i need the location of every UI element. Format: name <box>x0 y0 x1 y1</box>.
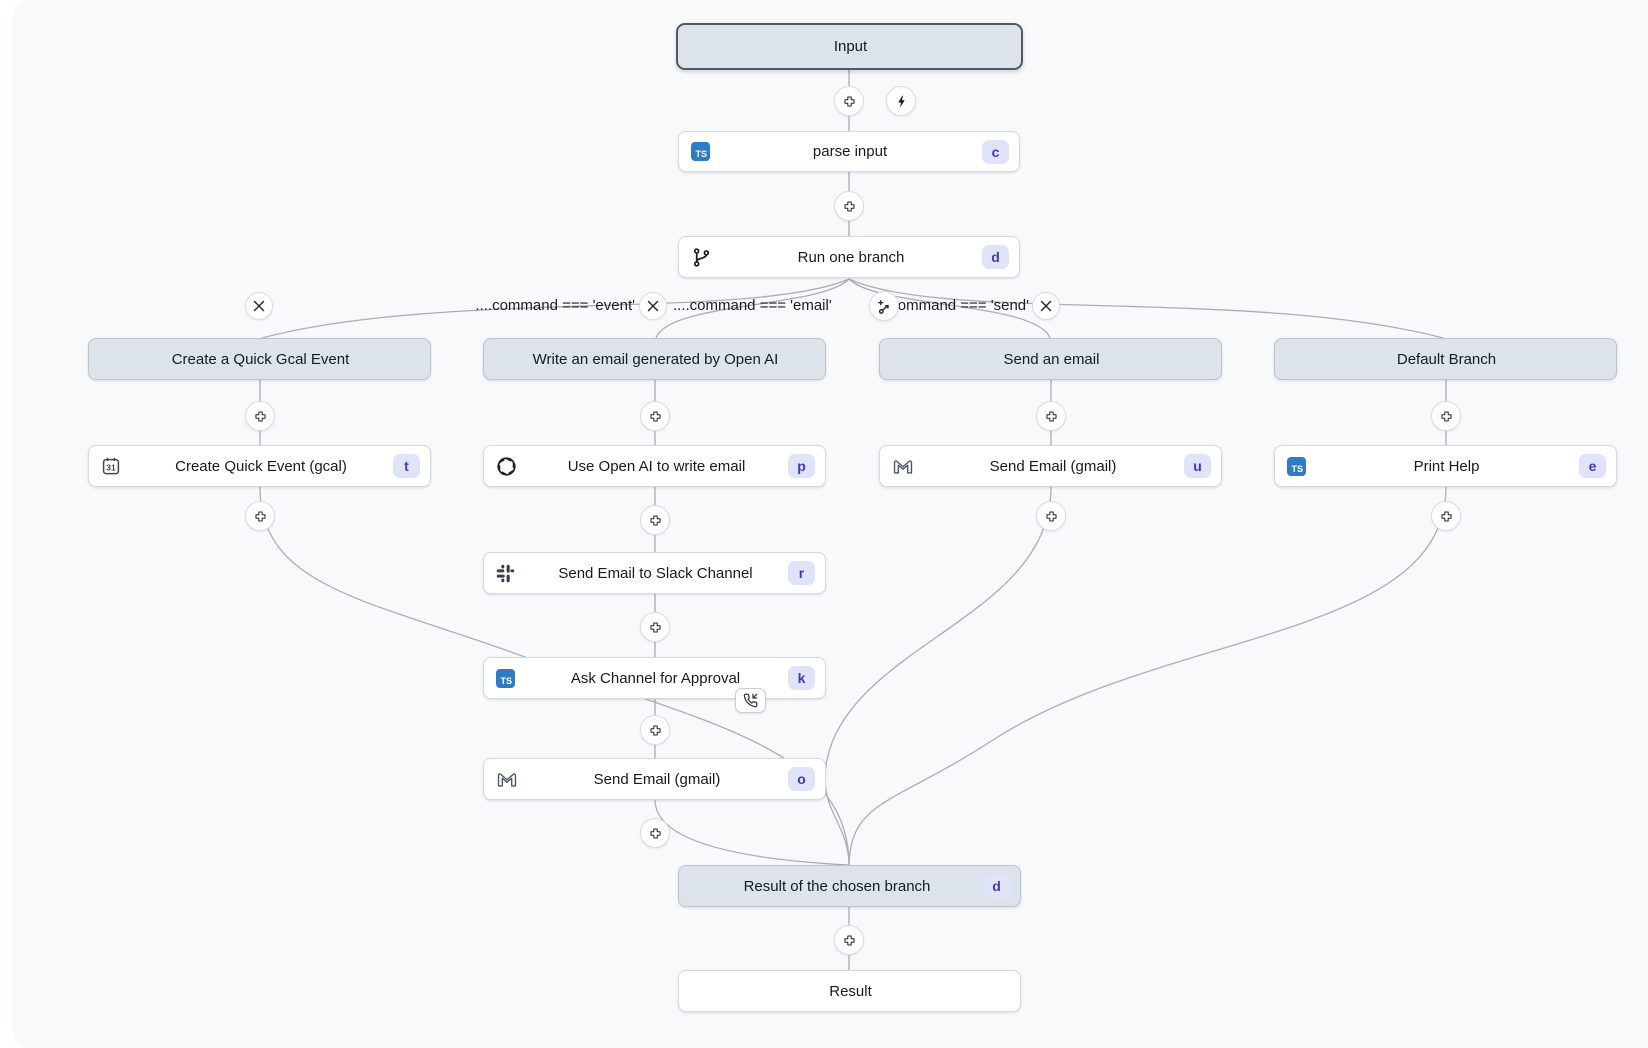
node-result-branch[interactable]: Result of the chosen branch d <box>678 865 1021 907</box>
node-id-badge: d <box>983 874 1010 898</box>
node-send-slack-label: Send Email to Slack Channel <box>558 564 753 582</box>
node-use-openai-label: Use Open AI to write email <box>567 457 746 475</box>
branch-header-default[interactable]: Default Branch <box>1274 338 1617 380</box>
node-result-branch-label: Result of the chosen branch <box>743 877 931 895</box>
node-parse-input[interactable]: TS parse input c <box>678 131 1020 172</box>
node-id-badge: r <box>788 561 815 585</box>
add-branch-button[interactable] <box>869 291 899 321</box>
branch-header-send-email-label: Send an email <box>1003 350 1100 368</box>
typescript-icon: TS <box>496 668 515 688</box>
slack-icon <box>496 564 515 583</box>
node-input[interactable]: Input <box>676 23 1023 70</box>
add-step-button[interactable] <box>1036 401 1066 431</box>
node-ask-approval-label: Ask Channel for Approval <box>570 669 741 687</box>
node-print-help-label: Print Help <box>1413 457 1480 475</box>
branch-header-gcal[interactable]: Create a Quick Gcal Event <box>88 338 431 380</box>
node-run-one-branch-label: Run one branch <box>797 248 905 266</box>
add-step-button[interactable] <box>640 505 670 535</box>
branch-condition-email: ....command === 'email' <box>673 297 832 314</box>
add-step-button[interactable] <box>245 401 275 431</box>
add-step-button[interactable] <box>1431 401 1461 431</box>
add-step-button[interactable] <box>834 925 864 955</box>
node-run-one-branch[interactable]: Run one branch d <box>678 236 1020 278</box>
branch-header-openai-label: Write an email generated by Open AI <box>532 350 779 368</box>
add-step-button[interactable] <box>1431 501 1461 531</box>
node-send-gmail-approval-label: Send Email (gmail) <box>593 770 721 788</box>
remove-branch-button[interactable] <box>245 292 273 320</box>
node-use-openai[interactable]: Use Open AI to write email p <box>483 445 826 487</box>
remove-branch-button[interactable] <box>639 292 667 320</box>
add-step-button[interactable] <box>834 86 864 116</box>
add-step-button[interactable] <box>834 191 864 221</box>
add-step-button[interactable] <box>640 715 670 745</box>
phone-incoming-icon <box>735 688 766 713</box>
node-send-gmail-direct-label: Send Email (gmail) <box>989 457 1117 475</box>
gmail-icon <box>496 770 518 788</box>
add-step-button[interactable] <box>640 818 670 848</box>
svg-text:31: 31 <box>106 462 116 472</box>
add-step-button[interactable] <box>245 501 275 531</box>
node-create-quick-event[interactable]: 31 Create Quick Event (gcal) t <box>88 445 431 487</box>
node-send-gmail-approval[interactable]: Send Email (gmail) o <box>483 758 826 800</box>
typescript-icon: TS <box>1287 456 1306 476</box>
node-ask-approval[interactable]: TS Ask Channel for Approval k <box>483 657 826 699</box>
node-print-help[interactable]: TS Print Help e <box>1274 445 1617 487</box>
node-result[interactable]: Result <box>678 970 1021 1012</box>
remove-branch-button[interactable] <box>1032 292 1060 320</box>
typescript-icon: TS <box>691 142 710 161</box>
branch-condition-event: ....command === 'event' <box>475 297 635 314</box>
node-id-badge: d <box>982 245 1009 269</box>
add-step-button[interactable] <box>640 612 670 642</box>
gmail-icon <box>892 457 914 475</box>
node-send-gmail-direct[interactable]: Send Email (gmail) u <box>879 445 1222 487</box>
node-id-badge: t <box>393 454 420 478</box>
node-parse-input-label: parse input <box>812 143 888 160</box>
flow-canvas[interactable]: ....command === 'event' ....command === … <box>13 0 1648 1048</box>
branch-condition-send: ....command === 'send' <box>873 297 1029 314</box>
add-step-button[interactable] <box>1036 501 1066 531</box>
branch-header-openai[interactable]: Write an email generated by Open AI <box>483 338 826 380</box>
branch-header-send-email[interactable]: Send an email <box>879 338 1222 380</box>
node-input-label: Input <box>833 38 868 55</box>
node-id-badge: u <box>1184 454 1211 478</box>
branch-header-default-label: Default Branch <box>1396 350 1497 368</box>
node-id-badge: k <box>788 666 815 690</box>
node-result-label: Result <box>829 982 872 1000</box>
node-id-badge: p <box>788 454 815 478</box>
node-id-badge: e <box>1579 454 1606 478</box>
node-id-badge: o <box>788 767 815 791</box>
add-step-button[interactable] <box>640 401 670 431</box>
node-create-quick-event-label: Create Quick Event (gcal) <box>175 457 347 475</box>
node-id-badge: c <box>982 139 1009 164</box>
calendar-icon: 31 <box>101 456 121 476</box>
git-branch-icon <box>691 247 712 268</box>
trigger-lightning-button[interactable] <box>886 86 916 116</box>
node-send-slack[interactable]: Send Email to Slack Channel r <box>483 552 826 594</box>
openai-icon <box>496 456 517 477</box>
branch-header-gcal-label: Create a Quick Gcal Event <box>171 350 350 368</box>
